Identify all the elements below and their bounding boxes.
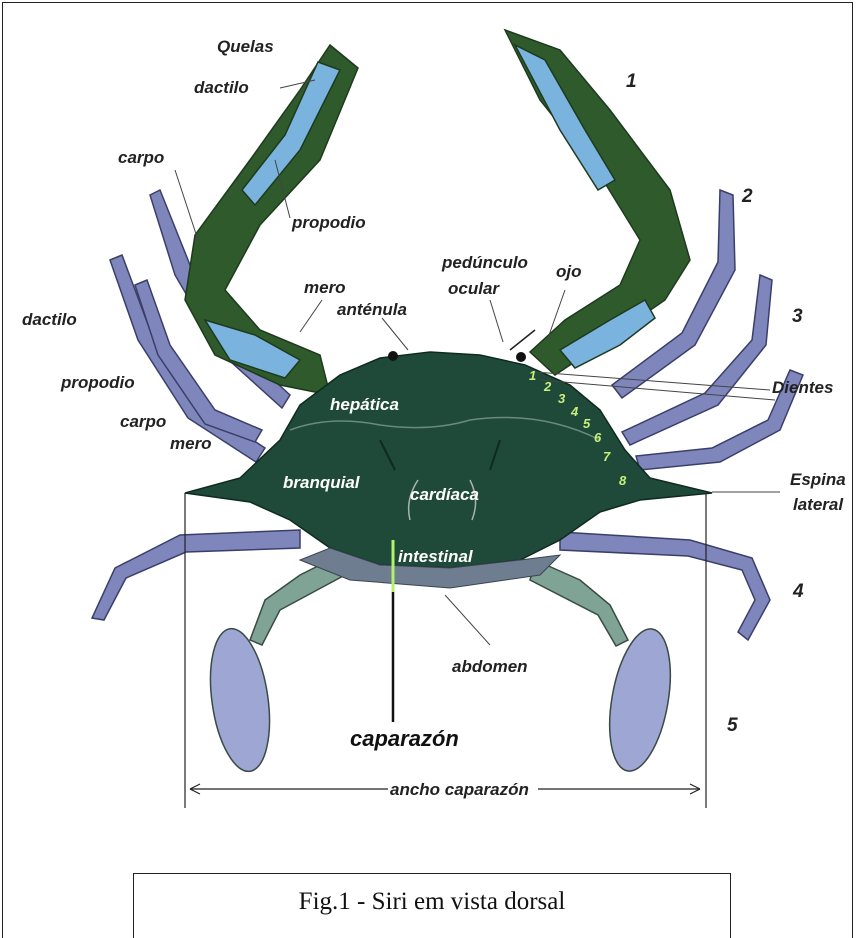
- label-mero-left: mero: [170, 434, 212, 453]
- leg-number-3: 3: [792, 306, 803, 327]
- label-dactilo-top: dactilo: [194, 78, 249, 97]
- tooth-number-5: 5: [583, 416, 591, 431]
- tooth-number-8: 8: [619, 473, 627, 488]
- label-mero-top: mero: [304, 278, 346, 297]
- tooth-number-6: 6: [594, 430, 602, 445]
- label-propodio-left: propodio: [60, 373, 135, 392]
- label-ojo: ojo: [556, 262, 582, 281]
- label-ocular: ocular: [448, 279, 500, 298]
- label-lateral: lateral: [793, 495, 844, 514]
- label-ancho-caparazon: ancho caparazón: [390, 780, 529, 799]
- leg-number-1: 1: [626, 71, 637, 92]
- label-dactilo-left: dactilo: [22, 310, 77, 329]
- label-antenula: anténula: [337, 300, 407, 319]
- label-branquial: branquial: [283, 473, 361, 492]
- figure-caption-box: Fig.1 - Siri em vista dorsal: [133, 873, 731, 938]
- label-quelas: Quelas: [217, 37, 274, 56]
- label-caparazon: caparazón: [350, 726, 459, 751]
- label-propodio-top: propodio: [291, 213, 366, 232]
- label-hepatica: hepática: [330, 395, 399, 414]
- tooth-number-7: 7: [603, 449, 611, 464]
- label-intestinal: intestinal: [398, 547, 474, 566]
- tooth-number-2: 2: [543, 379, 552, 394]
- tooth-number-3: 3: [558, 391, 566, 406]
- leg-number-2: 2: [741, 186, 753, 207]
- label-pedunculo: pedúnculo: [441, 253, 528, 272]
- label-carpo-top: carpo: [118, 148, 164, 167]
- figure-caption: Fig.1 - Siri em vista dorsal: [134, 888, 730, 916]
- leg-number-5: 5: [727, 715, 738, 736]
- label-cardiaca: cardíaca: [410, 485, 479, 504]
- label-espina: Espina: [790, 470, 846, 489]
- tooth-number-4: 4: [570, 404, 579, 419]
- label-dientes: Dientes: [772, 378, 833, 397]
- tooth-number-1: 1: [529, 368, 536, 383]
- right-claw: [505, 30, 690, 375]
- leg-number-4: 4: [792, 581, 804, 602]
- label-carpo-left: carpo: [120, 412, 166, 431]
- label-abdomen: abdomen: [452, 657, 528, 676]
